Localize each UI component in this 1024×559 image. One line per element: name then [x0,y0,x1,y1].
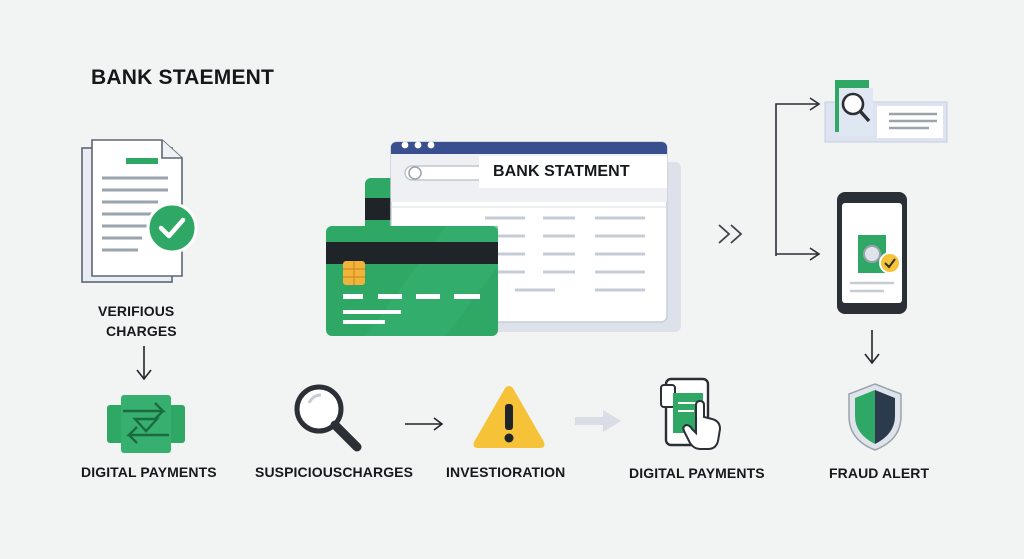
tap-phone-icon [660,377,722,450]
double-chevron-icon [718,224,743,244]
mobile-verify-icon [837,192,907,314]
digital-payments-right-label: DIGITAL PAYMENTS [629,465,765,481]
verify-label-line2: CHARGES [106,323,177,339]
magnifier-icon [294,384,362,452]
fraud-alert-label: FRAUD ALERT [829,465,930,481]
right-arrow [405,417,444,431]
suspicious-charges-label: SUSPICIOUSCHARGES [255,464,414,480]
verify-label-line1: VERIFIOUS [98,303,175,319]
credit-card-icon [326,226,498,336]
down-arrow-left [136,346,152,381]
window-title: BANK STATMENT [493,163,630,180]
branch-connector [775,97,821,261]
down-arrow-right [864,330,880,365]
warning-icon [473,386,545,448]
page-title: BANK STAEMENT [91,66,275,89]
digital-payments-left-label: DIGITAL PAYMENTS [81,464,217,480]
document-search-icon [824,80,948,143]
investigation-label: INVESTIORATION [446,464,566,480]
shield-icon [848,383,902,451]
document-check-icon [81,139,198,283]
grey-arrow [575,410,621,432]
transfer-icon [107,395,185,453]
